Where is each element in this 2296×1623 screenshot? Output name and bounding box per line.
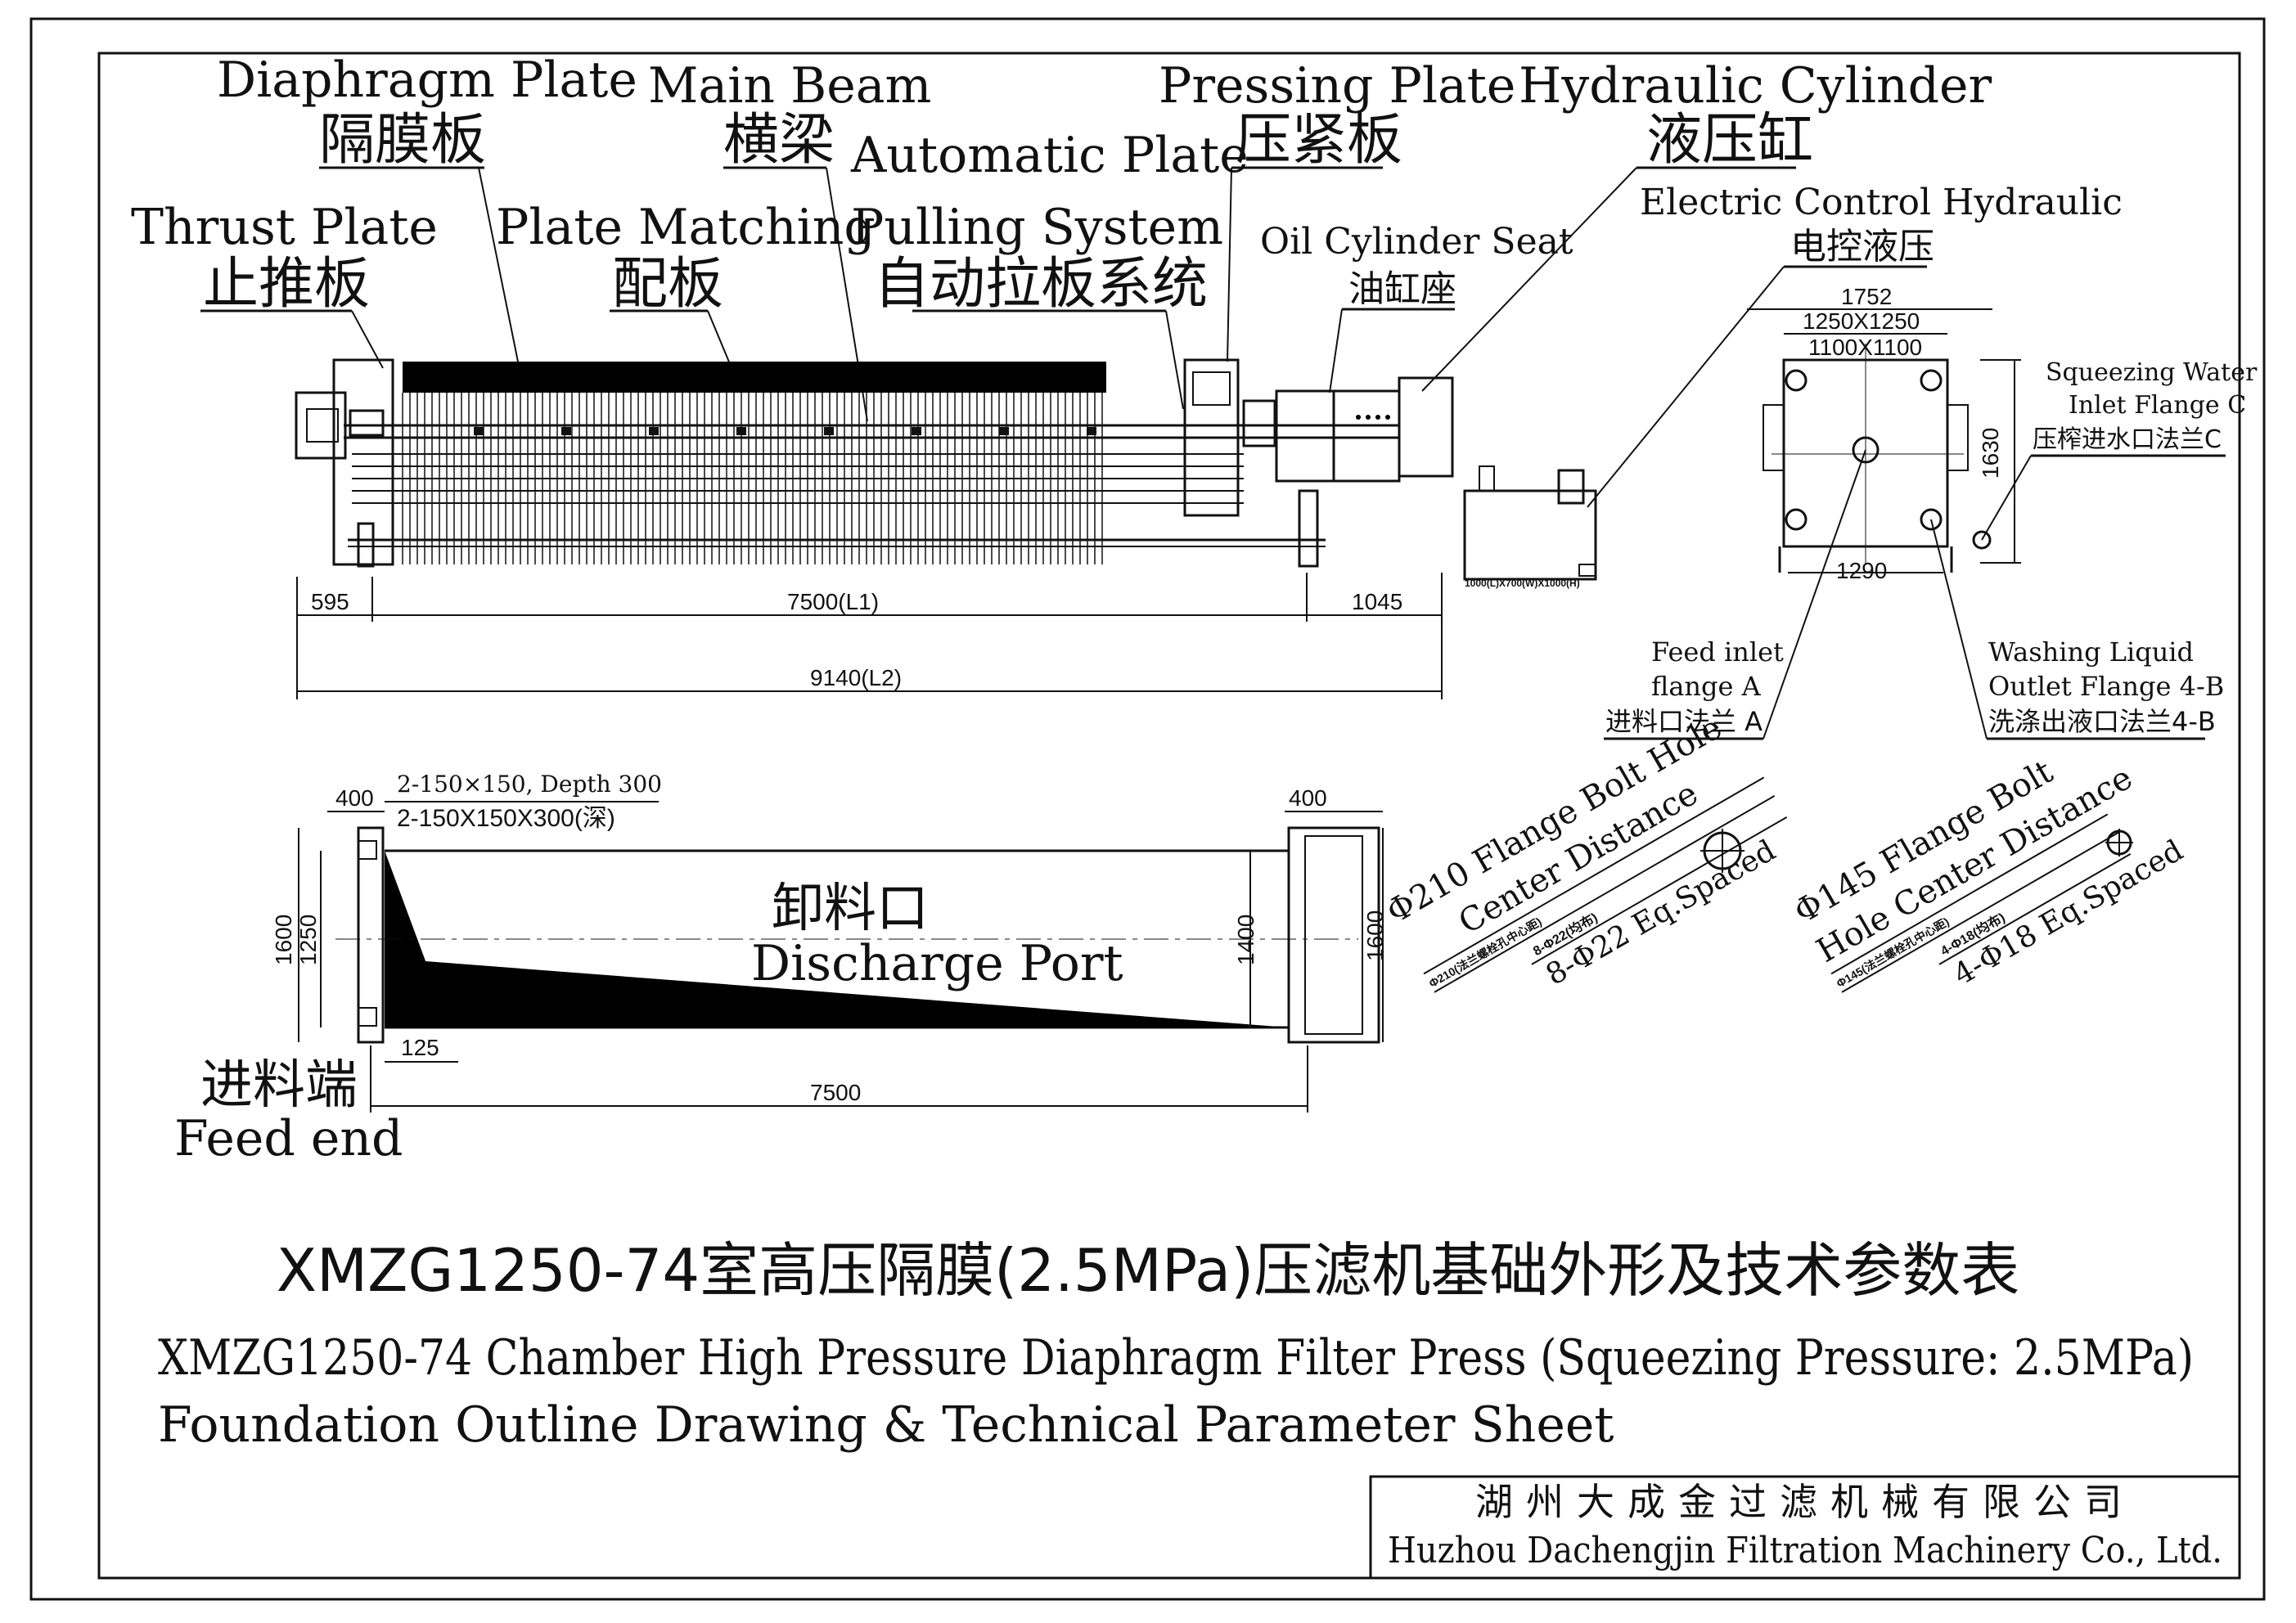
dim-1045: 1045 xyxy=(1352,589,1402,614)
end-view: 1752 1250X1250 1100X1100 1290 1630 xyxy=(1747,284,2021,583)
thrust-plate xyxy=(332,358,394,566)
side-dimensions: 595 7500(L1) 1045 9140(L2) xyxy=(296,573,1443,699)
beam-bolts xyxy=(474,427,1096,435)
dim-7500: 7500 xyxy=(810,1080,861,1105)
oil-cylinder-seat-en: Oil Cylinder Seat xyxy=(1260,221,1573,263)
beam-bolt xyxy=(561,427,571,435)
thrust-plate-cn: 止推板 xyxy=(203,252,370,317)
squeezing-water-en2: Inlet Flange C xyxy=(2069,391,2246,420)
callout-plate-matching: Plate Matching 配板 xyxy=(496,199,876,371)
electric-control-en: Electric Control Hydraulic xyxy=(1640,182,2123,223)
beam-bolt xyxy=(999,427,1009,435)
callout-thrust-plate: Thrust Plate 止推板 xyxy=(131,199,438,369)
dim-9140-l2: 9140(L2) xyxy=(810,665,902,690)
diaphragm-plate-en: Diaphragm Plate xyxy=(217,52,637,109)
flange-210-detail: Φ210 Flange Bolt Hole Center Distance Φ2… xyxy=(1380,708,1788,993)
hydraulic-cylinder xyxy=(1332,389,1401,483)
squeezing-water-en1: Squeezing Water xyxy=(2046,358,2258,387)
pressing-plate xyxy=(1183,358,1240,517)
thrust-plate-en: Thrust Plate xyxy=(131,199,438,256)
beam-bolt xyxy=(649,427,659,435)
title-cn: XMZG1250-74室高压隔膜(2.5MPa)压滤机基础外形及技术参数表 xyxy=(277,1236,2020,1305)
callout-diaphragm-plate: Diaphragm Plate 隔膜板 xyxy=(217,52,637,371)
company-en: Huzhou Dachengjin Filtration Machinery C… xyxy=(1388,1530,2222,1571)
washing-liquid-en1: Washing Liquid xyxy=(1988,636,2194,668)
callout-automatic-plate: Automatic Plate Pulling System 自动拉板系统 xyxy=(850,127,1249,410)
dim-1600-right: 1600 xyxy=(1362,910,1388,961)
dim-1250: 1250 xyxy=(295,915,321,965)
dim-7500-l1: 7500(L1) xyxy=(787,589,879,614)
main-beam-cn: 横梁 xyxy=(723,108,835,173)
automatic-plate-cn: 自动拉板系统 xyxy=(874,252,1208,317)
pressing-plate-en: Pressing Plate xyxy=(1159,57,1515,115)
feed-inlet-cn: 进料口法兰 A xyxy=(1605,706,1763,737)
motor xyxy=(1557,469,1585,505)
oil-cylinder-seat xyxy=(1275,389,1335,483)
dim-1290: 1290 xyxy=(1836,558,1887,583)
automatic-plate-en: Automatic Plate xyxy=(850,127,1249,184)
outer-frame xyxy=(29,17,2266,1601)
dim-1400: 1400 xyxy=(1233,915,1258,965)
diaphragm-plate-cn: 隔膜板 xyxy=(319,108,486,173)
callout-hydraulic-cylinder: Hydraulic Cylinder 液压缸 xyxy=(1421,57,1992,392)
plate-matching-en: Plate Matching xyxy=(496,199,876,256)
feed-inlet-en2: flange A xyxy=(1651,671,1762,702)
dim-400-left: 400 xyxy=(335,785,374,811)
feed-end-cn: 进料端 xyxy=(200,1055,358,1116)
oil-cylinder-seat-cn: 油缸座 xyxy=(1348,268,1456,310)
callout-squeezing-water: Squeezing Water Inlet Flange C 压榨进水口法兰C xyxy=(1981,358,2258,541)
hydraulic-station: 1000(L)X700(W)X1000(H) xyxy=(1463,465,1597,589)
washing-liquid-en2: Outlet Flange 4-B xyxy=(1988,671,2224,702)
squeezing-water-cn: 压榨进水口法兰C xyxy=(2033,425,2222,454)
beam-bolt xyxy=(736,427,746,435)
inner-frame xyxy=(97,52,2241,1580)
dim-595: 595 xyxy=(311,589,349,614)
hydraulic-cylinder-en: Hydraulic Cylinder xyxy=(1519,57,1992,115)
tank-size: 1000(L)X700(W)X1000(H) xyxy=(1465,578,1580,589)
pulling-system-en: Pulling System xyxy=(851,199,1223,256)
pit-en: 2-150×150, Depth 300 xyxy=(397,771,662,798)
discharge-port-cn: 卸料口 xyxy=(772,879,929,939)
company-block xyxy=(1369,1475,2241,1580)
dim-1600-left: 1600 xyxy=(271,915,296,965)
callout-electric-control: Electric Control Hydraulic 电控液压 xyxy=(1587,182,2123,508)
filter-press-elevation xyxy=(295,358,1454,568)
discharge-slope xyxy=(385,851,1289,1027)
beam-bolt xyxy=(474,427,484,435)
pressing-plate-cn: 压紧板 xyxy=(1236,108,1402,173)
flange-145-detail: Φ145 Flange Bolt Hole Center Distance Φ1… xyxy=(1788,753,2189,993)
dim-400-right: 400 xyxy=(1289,785,1327,811)
callout-main-beam: Main Beam 横梁 xyxy=(648,57,931,422)
callout-oil-cylinder-seat: Oil Cylinder Seat 油缸座 xyxy=(1260,221,1573,393)
plate-matching-cn: 配板 xyxy=(612,252,723,317)
beam-bolt xyxy=(824,427,834,435)
callout-feed-inlet: Feed inlet flange A 进料口法兰 A xyxy=(1604,449,1866,740)
plate-pack-top xyxy=(403,362,1106,393)
pit-cn: 2-150X150X300(深) xyxy=(397,805,615,832)
beam-bolt xyxy=(912,427,921,435)
dim-1630: 1630 xyxy=(1978,428,2003,479)
main-beam-en: Main Beam xyxy=(648,57,931,115)
callout-washing-liquid: Washing Liquid Outlet Flange 4-B 洗涤出液口法兰… xyxy=(1930,519,2224,740)
feed-inlet-en1: Feed inlet xyxy=(1651,636,1784,668)
foundation-plan: 2-150×150, Depth 300 2-150X150X300(深) 40… xyxy=(174,771,1388,1167)
feed-end-en: Feed end xyxy=(174,1110,403,1167)
company-cn: 湖州大成金过滤机械有限公司 xyxy=(1475,1480,2135,1524)
dim-1250x1250: 1250X1250 xyxy=(1803,308,1920,334)
title-en-line2: Foundation Outline Drawing & Technical P… xyxy=(158,1396,1614,1454)
electric-control-cn: 电控液压 xyxy=(1790,226,1934,268)
callout-pressing-plate: Pressing Plate 压紧板 xyxy=(1159,57,1515,362)
dim-125: 125 xyxy=(401,1035,439,1060)
dim-1752: 1752 xyxy=(1841,284,1892,309)
oil-tank xyxy=(1463,489,1597,581)
discharge-port-en: Discharge Port xyxy=(751,935,1123,992)
hydraulic-cylinder-cn: 液压缸 xyxy=(1646,108,1813,173)
beam-bolt xyxy=(1087,427,1096,435)
title-en-line1: XMZG1250-74 Chamber High Pressure Diaphr… xyxy=(158,1329,2194,1387)
washing-liquid-cn: 洗涤出液口法兰4-B xyxy=(1988,706,2216,737)
